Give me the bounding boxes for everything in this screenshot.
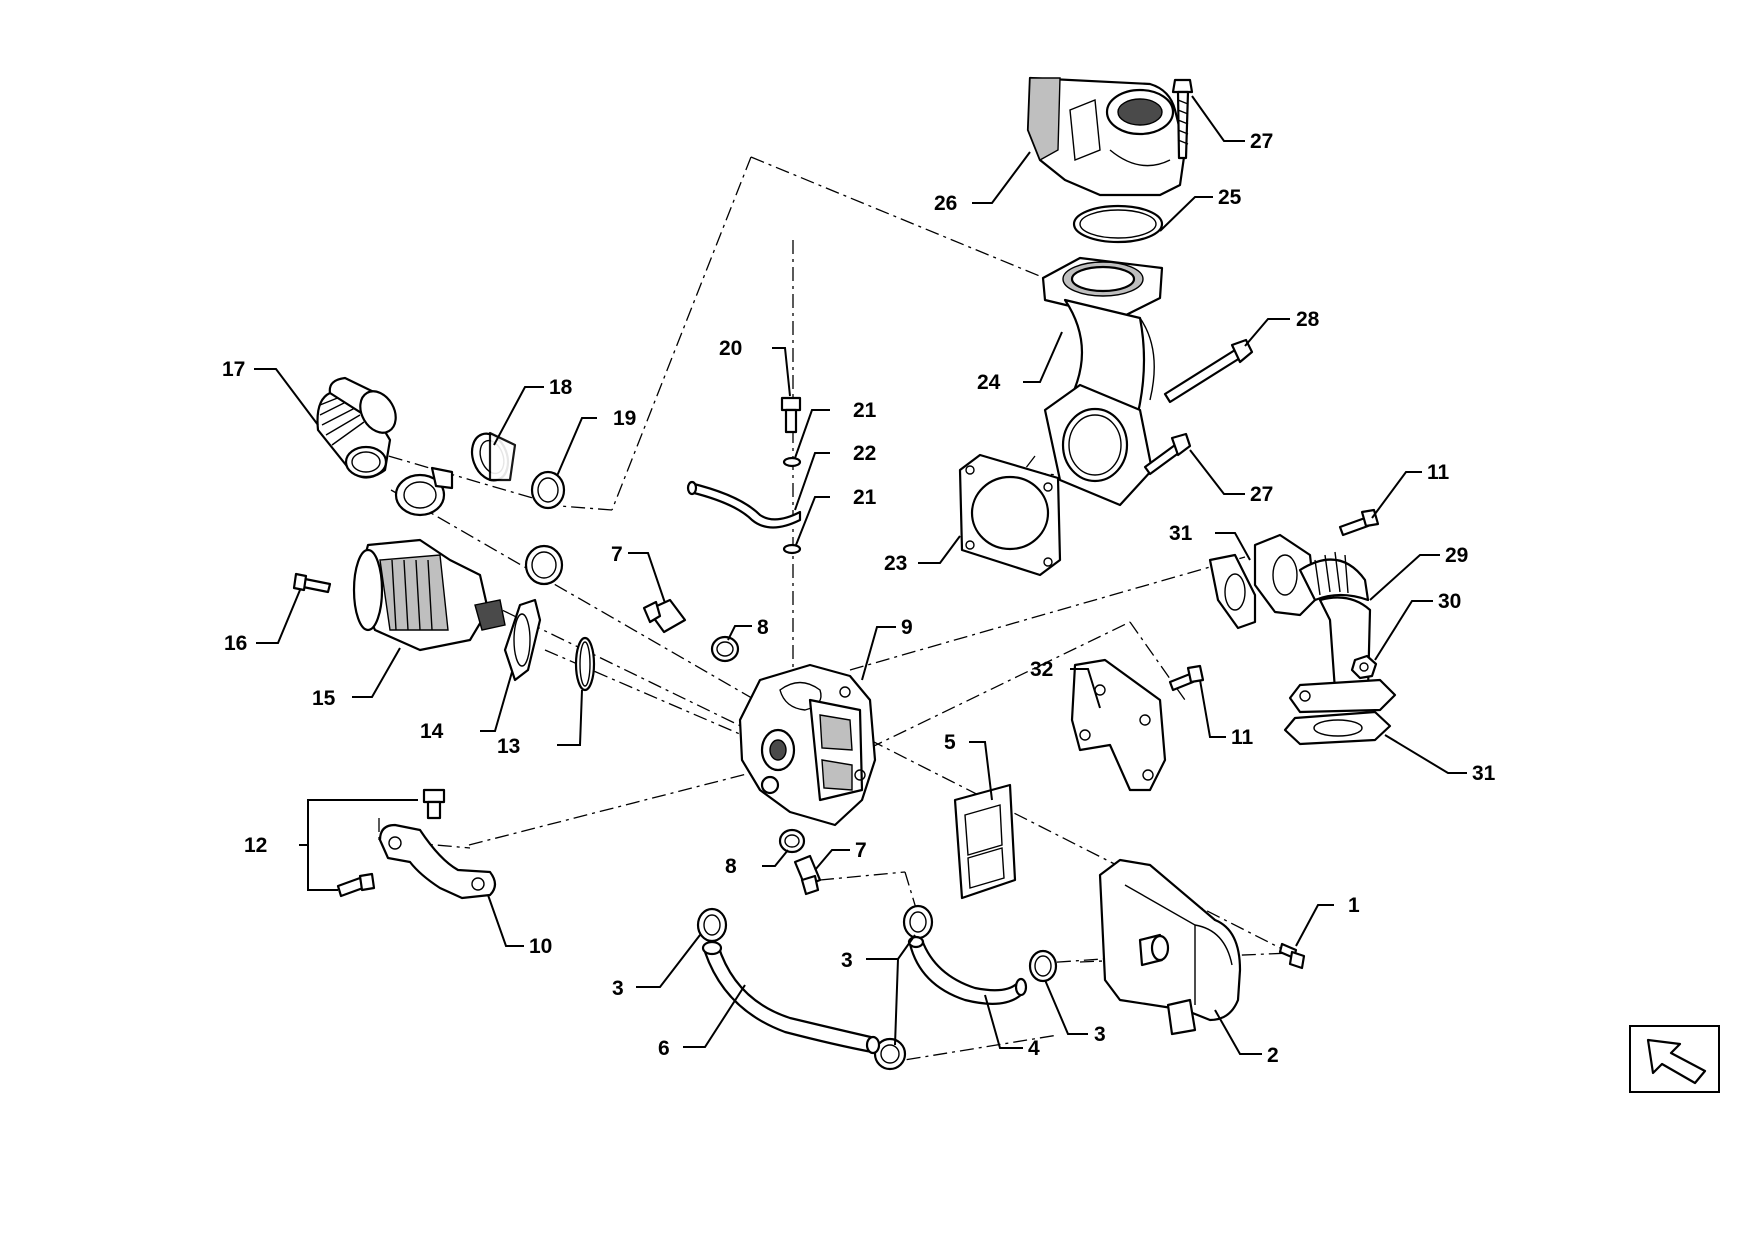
callout-27-top: 27: [1250, 130, 1273, 153]
egr-cooler: [1098, 858, 1242, 1036]
callout-7-bottom: 7: [855, 839, 867, 862]
bracket-32: [1070, 658, 1167, 792]
intake-elbow: [1041, 256, 1164, 507]
callout-21-top: 21: [853, 399, 877, 422]
gasket-25: [1072, 204, 1164, 244]
callout-26: 26: [934, 192, 957, 215]
bolt-11-mid: [1168, 664, 1205, 692]
hose-6: [701, 940, 881, 1055]
callout-5: 5: [944, 731, 956, 754]
o-ring-13: [574, 636, 596, 692]
gasket-5: [953, 783, 1017, 900]
egr-valve: [352, 538, 506, 652]
clamp-3-left: [696, 907, 728, 943]
clamp-3-mid-bottom: [873, 1037, 907, 1071]
bracket-10: [378, 823, 497, 900]
callout-7-top: 7: [611, 543, 623, 566]
callout-17: 17: [222, 358, 245, 381]
bolt-28: [1163, 338, 1254, 404]
callout-11-top: 11: [1427, 461, 1450, 484]
leader-lines: [254, 95, 1467, 1055]
nut-30: [1350, 654, 1378, 680]
fitting-7-top: [642, 598, 687, 634]
callout-21-bottom: 21: [853, 486, 877, 509]
hose-4: [907, 935, 1028, 1005]
callout-14: 14: [420, 720, 444, 743]
pipe-22: [686, 480, 802, 529]
ring-19: [530, 470, 566, 510]
callout-4: 4: [1028, 1037, 1040, 1060]
callout-22: 22: [853, 442, 876, 465]
o-ring-8-bottom: [778, 828, 806, 854]
callout-20: 20: [719, 337, 742, 360]
callout-32: 32: [1030, 658, 1053, 681]
callout-3-right: 3: [1094, 1023, 1106, 1046]
callout-8-top: 8: [757, 616, 769, 639]
fitting-7-bottom: [793, 854, 822, 896]
callout-13: 13: [497, 735, 520, 758]
callout-25: 25: [1218, 186, 1242, 209]
callout-10: 10: [529, 935, 552, 958]
callout-18: 18: [549, 376, 573, 399]
bolt-1: [1278, 942, 1306, 970]
elbow-pipe-29: [1253, 533, 1397, 714]
bolt-16: [292, 572, 332, 594]
gasket-31-top: [1208, 553, 1257, 630]
callout-12: 12: [244, 834, 267, 857]
callout-19: 19: [613, 407, 636, 430]
gasket-14: [503, 598, 542, 682]
callout-29: 29: [1445, 544, 1468, 567]
bolt-20: [780, 396, 802, 434]
bolt-27-mid: [1143, 432, 1192, 476]
callout-11-mid: 11: [1231, 726, 1254, 749]
bolt-12-bottom: [336, 872, 376, 898]
callout-15: 15: [312, 687, 336, 710]
callout-16: 16: [224, 632, 247, 655]
arrow-up-left-icon[interactable]: [1629, 1025, 1720, 1093]
callout-31-top: 31: [1169, 522, 1193, 545]
bolt-11-top: [1338, 508, 1380, 537]
hose-17: [316, 376, 397, 479]
callout-3-left: 3: [612, 977, 624, 1000]
callout-3-mid: 3: [841, 949, 853, 972]
callout-27-mid: 27: [1250, 483, 1273, 506]
o-ring-8-top: [710, 635, 740, 663]
callout-23: 23: [884, 552, 907, 575]
washer-21-bottom: [782, 543, 802, 555]
callout-31-bottom: 31: [1472, 762, 1496, 785]
gasket-31-bottom: [1283, 710, 1392, 746]
valve-housing: [738, 663, 877, 827]
clamp-18: [470, 431, 517, 482]
callout-6: 6: [658, 1037, 670, 1060]
callout-8-bottom: 8: [725, 855, 737, 878]
clamp-3-mid-top: [902, 904, 934, 940]
bolt-12-top: [422, 788, 446, 820]
bolt-27-top: [1171, 78, 1194, 160]
callout-1: 1: [1348, 894, 1360, 917]
callout-24: 24: [977, 371, 1001, 394]
callout-9: 9: [901, 616, 913, 639]
callout-2: 2: [1267, 1044, 1279, 1067]
callout-28: 28: [1296, 308, 1320, 331]
washer-21-top: [782, 456, 802, 468]
clamp-3-right: [1028, 949, 1058, 983]
throttle-body: [1026, 76, 1187, 197]
hose-clamp-17: [394, 466, 454, 517]
callout-30: 30: [1438, 590, 1461, 613]
callout-labels: 1 2 3 3 3 4 5 6 7 7 8 8 9 10 11 11 12 13…: [222, 130, 1496, 1067]
gasket-23: [958, 453, 1062, 577]
